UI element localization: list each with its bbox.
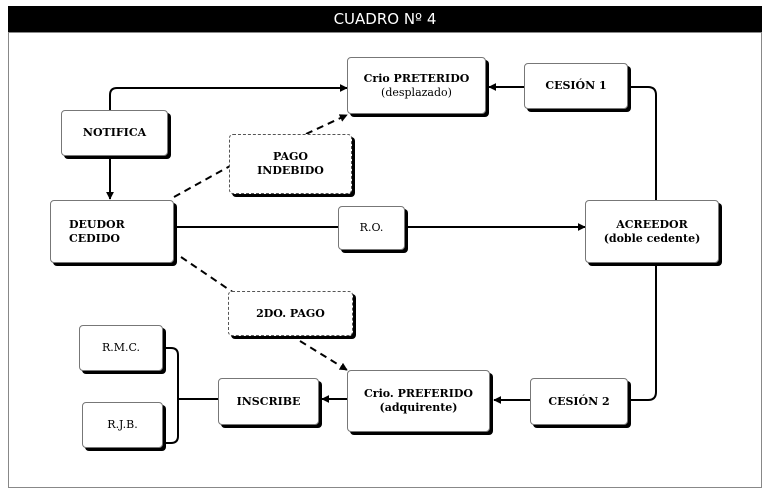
connector-acreedor-cesion2 — [629, 264, 657, 401]
node-inscribe-label: INSCRIBE — [236, 394, 301, 408]
node-segundo-pago: 2DO. PAGO — [228, 291, 353, 336]
node-acreedor: ACREEDOR (doble cedente) — [585, 200, 719, 263]
node-acreedor-line2: (doble cedente) — [603, 231, 701, 245]
node-pago-indebido-line1: PAGO — [273, 150, 308, 163]
node-crio-preterido-line2: (desplazado) — [381, 85, 452, 99]
node-ro: R.O. — [338, 206, 405, 250]
node-rmc: R.M.C. — [79, 325, 163, 371]
node-rjb: R.J.B. — [82, 402, 163, 448]
diagram-title: CUADRO Nº 4 — [8, 6, 762, 32]
node-cesion-2-label: CESIÓN 2 — [548, 394, 610, 408]
node-notifica-label: NOTIFICA — [82, 126, 147, 139]
node-ro-label: R.O. — [359, 221, 384, 234]
connector-deudor-segundo-pago — [180, 256, 235, 294]
node-notifica: NOTIFICA — [61, 110, 168, 156]
node-cesion-2: CESIÓN 2 — [530, 378, 628, 425]
node-deudor-cedido-line2: CEDIDO — [69, 231, 120, 245]
node-acreedor-line1: ACREEDOR — [616, 217, 688, 231]
node-deudor-cedido-line1: DEUDOR — [69, 217, 125, 231]
node-segundo-pago-label: 2DO. PAGO — [256, 306, 325, 320]
node-cesion-1-label: CESIÓN 1 — [545, 79, 607, 92]
node-crio-preferido: Crio. PREFERIDO (adquirente) — [347, 370, 490, 432]
node-rmc-label: R.M.C. — [101, 341, 141, 354]
registry-bracket — [163, 347, 179, 444]
node-inscribe: INSCRIBE — [218, 378, 319, 425]
node-rjb-label: R.J.B. — [107, 418, 138, 431]
node-deudor-cedido: DEUDOR CEDIDO — [50, 200, 174, 263]
connector-acreedor-cesion1 — [629, 86, 657, 200]
node-cesion-1: CESIÓN 1 — [524, 63, 628, 109]
node-crio-preterido-line1: Crio PRETERIDO — [363, 71, 470, 85]
node-pago-indebido-line2: INDEBIDO — [257, 164, 324, 177]
node-crio-preterido: Crio PRETERIDO (desplazado) — [347, 57, 486, 114]
connector-pago-indebido-preterido — [305, 114, 348, 135]
node-pago-indebido: PAGO INDEBIDO — [229, 134, 352, 194]
connector-notifica-preterido — [109, 84, 348, 112]
node-crio-preferido-line2: (adquirente) — [379, 401, 458, 414]
node-crio-preferido-line1: Crio. PREFERIDO — [364, 387, 473, 400]
connector-deudor-pago-indebido — [173, 165, 231, 198]
connector-segundo-pago-preferido — [299, 340, 348, 371]
